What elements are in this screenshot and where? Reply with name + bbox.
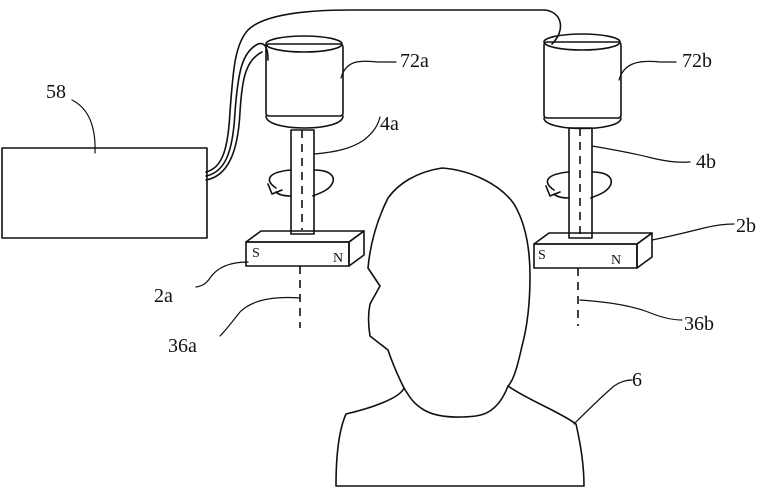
shaft-4b [569,128,592,238]
motor-72a [266,36,343,128]
magnet-2b [534,233,652,268]
magnet-2b-north-pole: N [611,253,621,268]
shaft-4a-label: 4a [380,113,399,135]
magnet-2b-south-pole: S [538,248,546,263]
axis-36b-leader-line [580,300,682,320]
motor-72b-label: 72b [682,50,712,72]
magnet-2a-south-pole: S [252,246,260,261]
rotation-arrow-a [268,170,333,196]
motor-72a-label: 72a [400,50,429,72]
magnet-2a-label: 2a [154,285,173,307]
motor-72b-leader-line [619,61,676,80]
shaft-4a-leader-line [314,117,380,154]
magnet-2b-leader-line [652,224,734,240]
shoulders-outline [336,386,584,486]
magnet-2a [246,231,364,266]
head-label: 6 [632,369,642,391]
axis-36a-leader-line [220,298,300,336]
shaft-4b-label: 4b [696,151,716,173]
controller-label: 58 [46,81,66,103]
head-leader-line [574,380,632,424]
rotation-arrow-b [546,172,611,198]
motor-72a-leader-line [341,61,396,78]
axis-36a-label: 36a [168,335,197,357]
magnet-2a-north-pole: N [333,251,343,266]
magnet-2a-leader-line [196,262,248,287]
axis-36b-label: 36b [684,313,714,335]
wire-bundle [206,10,560,180]
shaft-4a [291,130,314,234]
motor-72b [544,34,621,129]
head-outline [368,168,530,417]
controller-box [2,148,207,238]
magnet-2b-label: 2b [736,215,756,237]
controller-leader-line [72,100,95,153]
shaft-4b-leader-line [592,146,690,162]
